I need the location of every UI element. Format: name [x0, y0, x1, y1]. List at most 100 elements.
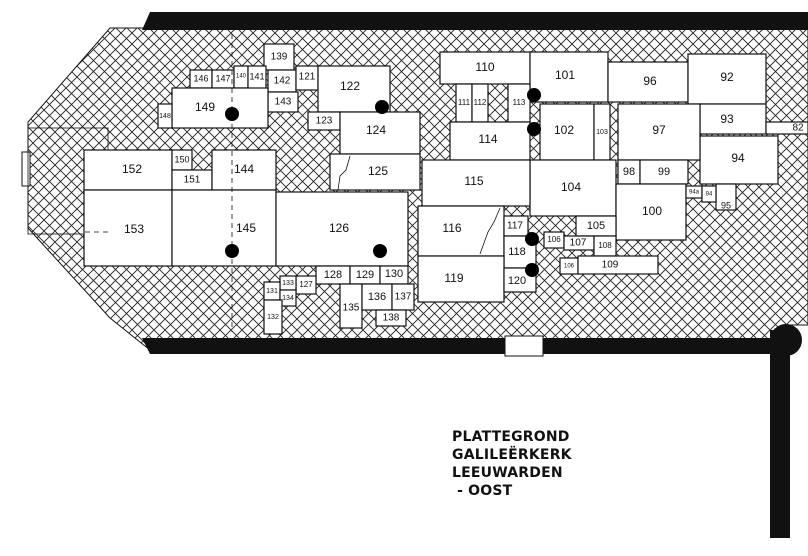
west-door	[21, 151, 31, 187]
grave-label: 143	[275, 97, 292, 108]
grave-label: 122	[340, 79, 360, 93]
grave-label: 137	[395, 292, 412, 303]
grave-plot	[699, 103, 767, 135]
grave-label: 92	[720, 70, 734, 84]
grave-label: 104	[561, 180, 581, 194]
grave-label: 95	[721, 200, 731, 210]
title-line: - OOST	[452, 483, 513, 499]
grave-plot	[439, 51, 531, 85]
grave-label: 114	[478, 132, 497, 146]
grave-label: 149	[195, 100, 215, 114]
grave-label: 128	[324, 269, 342, 281]
title-line: PLATTEGROND	[452, 429, 570, 445]
grave-label: 131	[266, 288, 278, 295]
grave-label: 98	[623, 166, 635, 178]
grave-label: 121	[299, 72, 316, 83]
grave-label: 141	[249, 71, 264, 81]
grave-plot	[639, 159, 689, 185]
grave-label: 112	[474, 98, 487, 107]
grave-plot	[615, 183, 687, 241]
grave-label: 152	[122, 162, 142, 176]
plan-title: PLATTEGROND GALILEËRKERK LEEUWARDEN - OO…	[452, 428, 572, 500]
grave-label: 150	[174, 154, 189, 164]
grave-label: 140	[236, 74, 247, 80]
grave-plot	[529, 51, 609, 103]
grave-plot	[687, 53, 767, 105]
grave-label: 94	[706, 192, 713, 198]
marker-dot	[375, 100, 389, 114]
grave-label: 94	[731, 151, 745, 165]
grave-label: 99	[658, 166, 670, 178]
grave-label: 118	[508, 246, 526, 258]
marker-dot	[525, 263, 539, 277]
east-wall	[770, 330, 790, 538]
grave-plot	[417, 255, 505, 303]
grave-plot	[171, 87, 269, 129]
grave-label: 106	[547, 235, 561, 244]
grave-plot	[329, 153, 421, 191]
grave-plot	[279, 289, 297, 307]
north-wall	[142, 12, 808, 30]
grave-label: 115	[464, 174, 483, 188]
grave-label: 132	[267, 314, 279, 321]
crack-line	[337, 155, 351, 191]
south-wall	[142, 338, 790, 354]
grave-plot	[449, 121, 531, 161]
marker-dot	[527, 88, 541, 102]
grave-label: 135	[343, 303, 360, 314]
grave-plot	[417, 205, 505, 257]
grave-plot	[607, 61, 689, 103]
grave-label: 82	[792, 123, 804, 134]
grave-plot	[699, 135, 779, 185]
grave-label: 103	[596, 129, 608, 136]
grave-label: 134	[282, 295, 294, 302]
grave-label: 116	[442, 221, 461, 235]
grave-label: 144	[234, 162, 254, 176]
grave-label: 102	[554, 123, 574, 137]
grave-label: 106	[564, 264, 575, 270]
markers	[225, 88, 541, 277]
grave-plot	[421, 159, 531, 207]
grave-label: 111	[458, 98, 471, 107]
grave-plot	[263, 299, 283, 335]
grave-label: 120	[508, 275, 526, 287]
grave-label: 117	[507, 221, 523, 232]
grave-label: 129	[356, 269, 374, 281]
grave-label: 151	[184, 175, 201, 186]
marker-dot	[225, 107, 239, 121]
grave-label: 93	[720, 112, 734, 126]
wall-corner	[770, 324, 802, 356]
title-line: GALILEËRKERK	[452, 447, 572, 463]
south-door	[504, 335, 544, 357]
marker-dot	[527, 122, 541, 136]
grave-label: 136	[368, 291, 386, 303]
grave-label: 109	[602, 260, 619, 271]
grave-label: 125	[368, 164, 388, 178]
grave-label: 96	[643, 74, 657, 88]
grave-label: 145	[236, 221, 256, 235]
grave-label: 124	[366, 123, 386, 137]
grave-label: 148	[159, 113, 171, 120]
grave-plots	[83, 43, 808, 335]
grave-label: 105	[587, 220, 605, 232]
grave-plot	[701, 185, 717, 203]
grave-plot	[171, 189, 277, 267]
grave-label: 107	[570, 238, 587, 249]
grave-plot	[375, 309, 407, 327]
grave-label: 108	[598, 241, 612, 250]
grave-label: 101	[555, 68, 575, 82]
grave-label: 110	[475, 60, 494, 74]
grave-plot	[765, 121, 808, 135]
grave-label: 138	[383, 313, 400, 324]
grave-label: 126	[329, 221, 349, 235]
grave-plot	[83, 189, 173, 267]
marker-dot	[525, 232, 539, 246]
marker-dot	[373, 244, 387, 258]
title-line: LEEUWARDEN	[452, 465, 563, 481]
grave-label: 133	[282, 280, 294, 287]
grave-label: 119	[444, 271, 463, 285]
grave-label: 113	[513, 98, 526, 107]
grave-plot	[211, 149, 277, 191]
grave-label: 94a	[689, 190, 700, 196]
